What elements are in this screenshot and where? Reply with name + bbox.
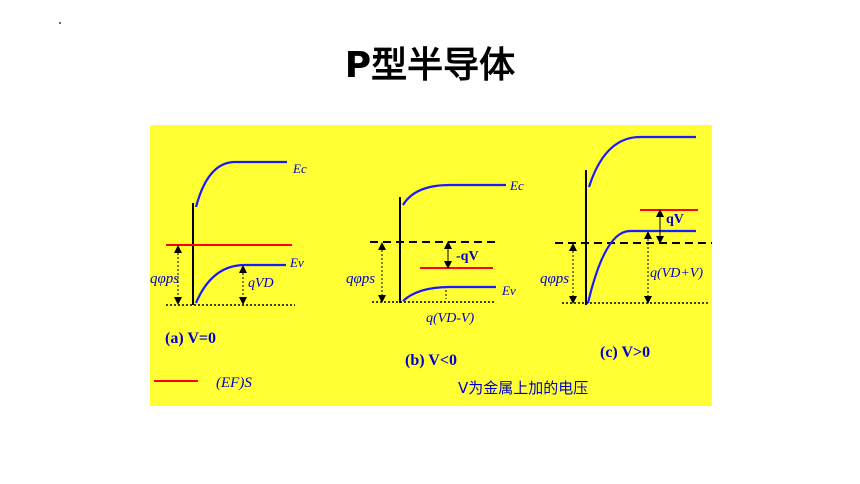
qv-label-b: -qV: [456, 249, 479, 264]
caption-b: (b) V<0: [405, 352, 457, 369]
diagram-c: qφps qV q(VD+V) (c) V>0: [540, 135, 712, 361]
vd-label-a: qVD: [248, 276, 274, 291]
valence-band-c: [586, 229, 696, 304]
vdv-label-c: q(VD+V): [650, 266, 703, 281]
ev-label-b: Ev: [501, 283, 516, 298]
diagram-a: Ec Ev qφps qVD (a) V=0: [150, 160, 307, 347]
caption-a: (a) V=0: [165, 330, 216, 347]
caption-c: (c) V>0: [600, 344, 650, 361]
ec-label-b: Ec: [509, 178, 524, 193]
phi-label-a: qφps: [150, 271, 179, 287]
conduction-band-c: [587, 135, 696, 188]
stray-dot: [59, 22, 61, 24]
conduction-band-b: [402, 183, 506, 206]
diagram-b: Ec Ev qφps -qV q(VD-V) (b) V<0: [346, 178, 524, 369]
phi-label-c: qφps: [540, 271, 569, 287]
vdv-label-b: q(VD-V): [426, 311, 475, 326]
ev-label-a: Ev: [289, 255, 304, 270]
phi-label-b: qφps: [346, 271, 375, 287]
voltage-note: V为金属上加的电压: [458, 379, 588, 397]
band-diagram-panel: Ec Ev qφps qVD (a) V=0 Ec Ev qφps -qV q(…: [150, 125, 712, 406]
valence-band-b: [402, 285, 496, 302]
qv-label-c: qV: [666, 212, 684, 227]
band-diagram-svg: Ec Ev qφps qVD (a) V=0 Ec Ev qφps -qV q(…: [150, 135, 712, 397]
ec-label-a: Ec: [292, 161, 307, 176]
legend-fermi-label: (EF)S: [216, 375, 252, 391]
conduction-band-a: [194, 160, 287, 208]
page-title: P型半导体: [344, 45, 516, 86]
